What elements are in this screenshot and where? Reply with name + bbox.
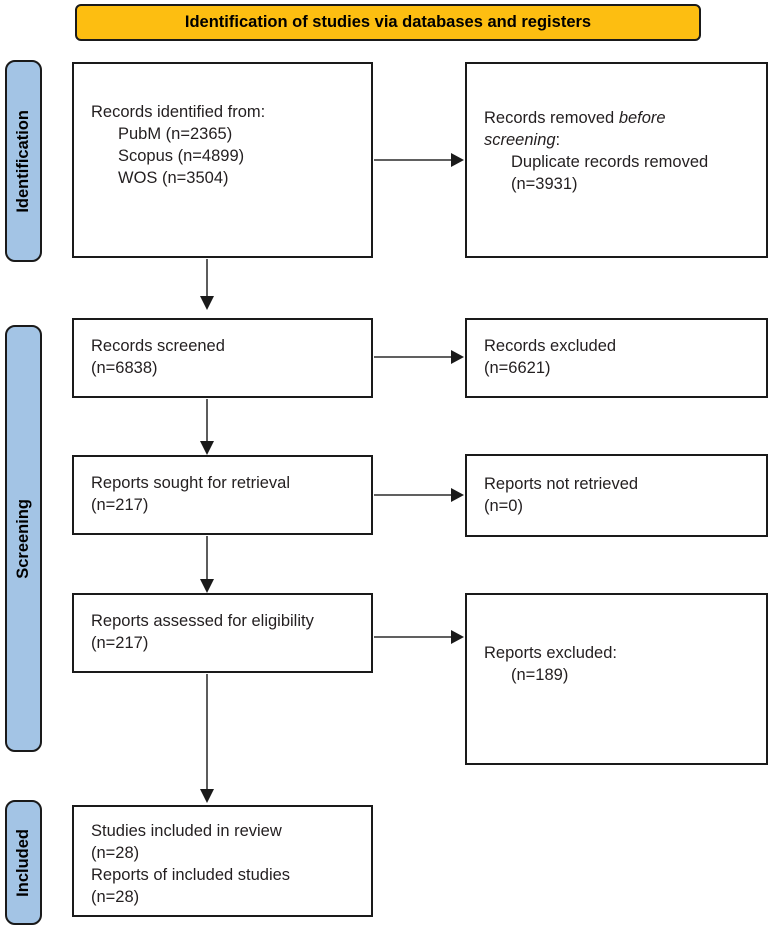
box-title-line2: screening:	[484, 130, 561, 149]
box-line: (n=6838)	[91, 359, 158, 377]
stage-bar-included: Included	[5, 800, 42, 925]
box-line: WOS (n=3504)	[118, 168, 229, 187]
box-line: Reports assessed for eligibility	[91, 612, 314, 631]
arrow-identified-to-removed-icon	[374, 153, 464, 167]
stage-label-included: Included	[14, 828, 32, 897]
stage-label-identification: Identification	[14, 109, 32, 213]
arrow-sought-to-assessed-icon	[200, 536, 214, 593]
arrow-sought-to-not-retrieved-icon	[374, 488, 464, 502]
box-records-identified: Records identified from: PubM (n=2365) S…	[72, 62, 373, 258]
box-line: (n=217)	[91, 634, 149, 652]
box-line: (n=189)	[511, 665, 569, 684]
box-line: Reports not retrieved	[484, 474, 639, 493]
box-line: Reports of included studies	[91, 865, 291, 884]
arrow-assessed-to-reports-excluded-icon	[374, 630, 464, 644]
box-title: Reports excluded:	[484, 644, 617, 662]
box-line: Studies included in review	[91, 822, 282, 840]
box-line: Duplicate records removed	[511, 152, 709, 171]
arrow-identified-to-screened-icon	[200, 259, 214, 310]
box-records-excluded: Records excluded (n=6621)	[465, 318, 768, 398]
box-title: Records removed before	[484, 109, 666, 127]
box-line: Reports sought for retrieval	[91, 474, 291, 493]
box-line: Records excluded	[484, 337, 617, 356]
box-records-screened: Records screened (n=6838)	[72, 318, 373, 398]
box-line: (n=28)	[91, 887, 140, 906]
stage-label-screening: Screening	[14, 498, 32, 579]
box-title: Records identified from:	[91, 103, 266, 121]
box-line: Scopus (n=4899)	[118, 146, 245, 165]
diagram-header-title: Identification of studies via databases …	[184, 13, 592, 31]
box-records-removed-before-screening: Records removed before screening: Duplic…	[465, 62, 768, 258]
box-reports-excluded: Reports excluded: (n=189)	[465, 593, 768, 765]
diagram-header: Identification of studies via databases …	[75, 4, 701, 41]
stage-bar-screening: Screening	[5, 325, 42, 752]
box-line: (n=0)	[484, 496, 523, 515]
box-line: Records screened	[91, 337, 225, 356]
stage-bar-identification: Identification	[5, 60, 42, 262]
arrow-assessed-to-included-icon	[200, 674, 214, 803]
box-reports-assessed: Reports assessed for eligibility (n=217)	[72, 593, 373, 673]
box-studies-included: Studies included in review (n=28) Report…	[72, 805, 373, 917]
arrow-screened-to-sought-icon	[200, 399, 214, 455]
box-reports-sought: Reports sought for retrieval (n=217)	[72, 455, 373, 535]
box-line: PubM (n=2365)	[118, 124, 233, 143]
box-line: (n=217)	[91, 496, 149, 514]
arrow-screened-to-excluded-icon	[374, 350, 464, 364]
box-line: (n=3931)	[511, 174, 578, 193]
box-line: (n=28)	[91, 843, 140, 862]
box-reports-not-retrieved: Reports not retrieved (n=0)	[465, 454, 768, 537]
box-line: (n=6621)	[484, 359, 551, 377]
